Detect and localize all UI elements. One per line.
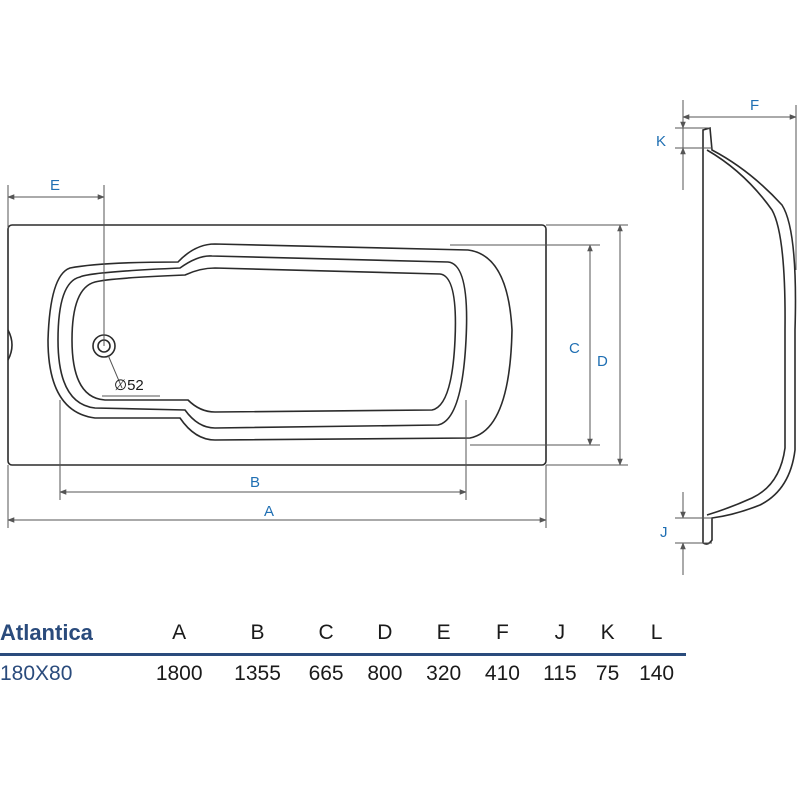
drain-diameter-label: ∅52 bbox=[114, 377, 144, 394]
top-view-dimensions bbox=[7, 185, 628, 528]
table-cell-model: 180X80 bbox=[0, 662, 73, 685]
dim-label-K: K bbox=[656, 133, 666, 150]
table-header-A: A bbox=[172, 621, 187, 644]
dim-label-A: A bbox=[264, 503, 274, 520]
tub-left-end-curve bbox=[7, 329, 13, 361]
table-header-C: C bbox=[318, 621, 334, 644]
tub-basin-inner bbox=[71, 267, 457, 413]
table-cell-J: 115 bbox=[543, 662, 577, 685]
table-header-D: D bbox=[377, 621, 393, 644]
table-row: 180X80 1800 1355 665 800 320 410 115 75 … bbox=[0, 648, 686, 686]
tub-basin-upper bbox=[57, 255, 468, 429]
table-header-model: Atlantica bbox=[0, 620, 93, 645]
top-view bbox=[7, 224, 547, 466]
dim-label-B: B bbox=[250, 474, 260, 491]
dim-label-D: D bbox=[597, 353, 608, 370]
profile-inner bbox=[706, 149, 786, 516]
table-cell-A: 1800 bbox=[155, 662, 203, 685]
table-header-B: B bbox=[250, 621, 265, 644]
table-cell-B: 1355 bbox=[234, 662, 281, 685]
table-header-L: L bbox=[650, 621, 663, 644]
dim-label-E: E bbox=[50, 177, 60, 194]
table-cell-C: 665 bbox=[308, 662, 344, 685]
profile-outer bbox=[702, 126, 797, 545]
table-header-J: J bbox=[554, 621, 566, 644]
table-header-F: F bbox=[496, 621, 509, 644]
table-cell-D: 800 bbox=[367, 662, 403, 685]
table-header-E: E bbox=[436, 621, 451, 644]
side-profile bbox=[702, 126, 797, 545]
table-cell-E: 320 bbox=[426, 662, 462, 685]
dimensions-table: Atlantica A B C D E F J K L 180X80 1800 … bbox=[0, 618, 686, 686]
side-profile-dimensions bbox=[675, 100, 797, 575]
dim-label-C: C bbox=[569, 340, 580, 357]
dim-label-F: F bbox=[750, 97, 759, 114]
table-cell-K: 75 bbox=[595, 662, 620, 685]
table-cell-F: 410 bbox=[484, 662, 520, 685]
table-header-row: Atlantica A B C D E F J K L bbox=[0, 618, 686, 648]
tub-inner-rim bbox=[47, 243, 513, 441]
table-cell-L: 140 bbox=[639, 662, 675, 685]
dim-label-J: J bbox=[660, 524, 668, 541]
tub-outer-rim bbox=[7, 224, 547, 466]
table-header-divider bbox=[0, 653, 686, 656]
table-header-K: K bbox=[600, 621, 615, 644]
